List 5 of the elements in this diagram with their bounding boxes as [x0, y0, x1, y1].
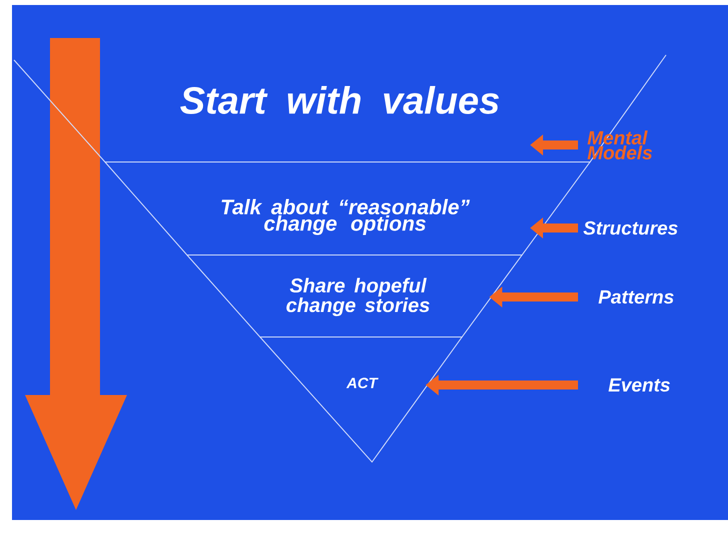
- funnel-band: Share hopeful change stories: [186, 254, 523, 338]
- funnel-band: ACT: [258, 336, 463, 463]
- model-label: Events: [608, 378, 670, 392]
- model-label: Patterns: [598, 290, 674, 304]
- model-label: Structures: [583, 221, 678, 235]
